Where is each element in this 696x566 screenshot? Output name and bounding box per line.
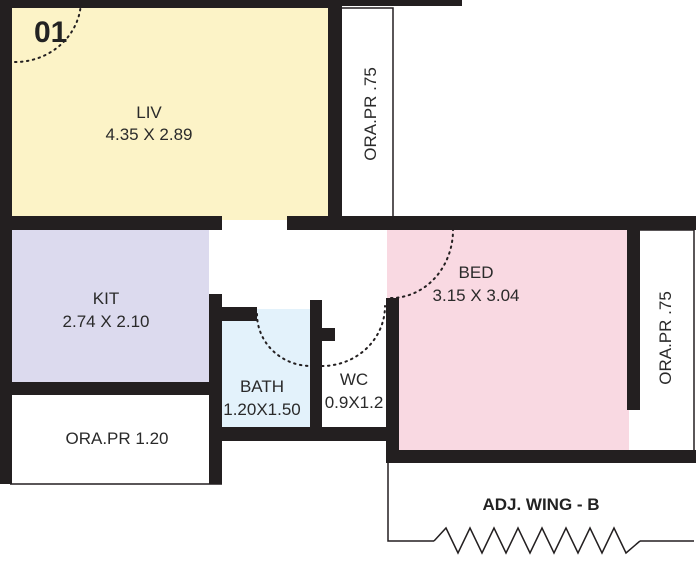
kitchen-fill (10, 230, 209, 382)
adjacent-wing-label: ADJ. WING - B (482, 495, 599, 514)
wall-wc-stub (322, 328, 335, 341)
kitchen-size: 2.74 X 2.10 (63, 312, 150, 331)
break-line-zigzag (433, 526, 641, 555)
living-room-name: LIV (136, 103, 162, 122)
wall-living-right (328, 0, 342, 222)
wc-name: WC (340, 370, 368, 389)
living-ora-label: ORA.PR .75 (361, 67, 380, 161)
door-arc-living (14, 0, 82, 63)
walls (0, 0, 696, 484)
door-arc-bath (256, 313, 312, 367)
wall-bed-right (627, 230, 640, 410)
bath-fill (220, 309, 312, 430)
wall-bath-wc (310, 300, 322, 440)
wall-kit-bottom (10, 382, 222, 395)
kitchen-ora-label: ORA.PR 1.20 (66, 429, 169, 448)
adjacent-wing-outline (387, 462, 434, 542)
bedroom-fill (387, 228, 629, 450)
wall-bath-bottom (209, 427, 399, 441)
wall-mid-right (287, 216, 696, 230)
wall-bed-bottom (386, 450, 696, 463)
door-arc-wc (321, 305, 386, 367)
bedroom-name: BED (459, 263, 494, 282)
living-room-fill (10, 8, 331, 220)
wall-left (0, 0, 12, 484)
wall-bath-top (209, 307, 257, 321)
bedroom-size: 3.15 X 3.04 (433, 286, 520, 305)
wall-bed-left (386, 298, 399, 463)
wall-top (0, 0, 342, 8)
bath-size: 1.20X1.50 (223, 400, 301, 419)
kitchen-name: KIT (93, 289, 119, 308)
bedroom-ora-label: ORA.PR .75 (656, 291, 675, 385)
unit-number: 01 (34, 16, 67, 49)
living-room-size: 4.35 X 2.89 (106, 125, 193, 144)
bath-name: BATH (240, 377, 284, 396)
wall-mid-left (0, 216, 222, 230)
living-ora-outline (342, 7, 394, 222)
door-arc-bedroom (390, 229, 454, 299)
wc-size: 0.9X1.2 (325, 393, 384, 412)
